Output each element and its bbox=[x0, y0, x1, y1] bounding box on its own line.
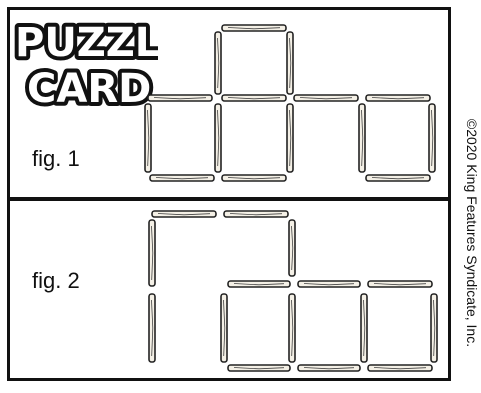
fig1-matchsticks bbox=[145, 25, 435, 181]
fig2-matchsticks bbox=[149, 211, 437, 371]
